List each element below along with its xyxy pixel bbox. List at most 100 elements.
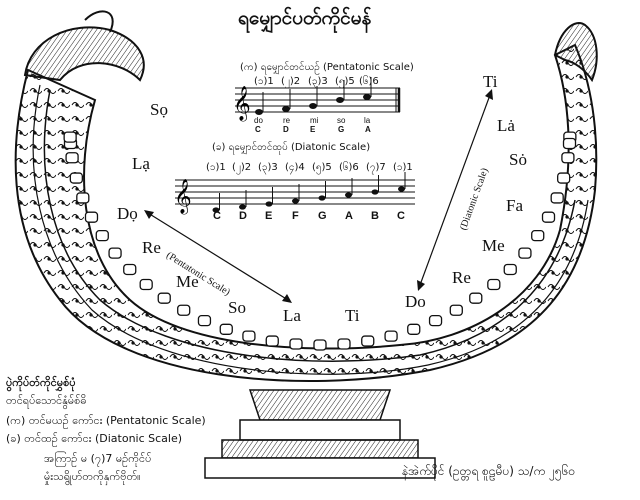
harp-peg (265, 335, 279, 347)
harp-peg (123, 263, 137, 276)
solfege-syllable: la (364, 116, 371, 125)
harp-string-label: Me (482, 236, 505, 255)
diatonic-number: (၃)3 (258, 162, 278, 173)
legend-line: ပွဲကိုပ်တ်ကိုင်မွှစ်ပုံ (6, 376, 76, 389)
note-letter: E (265, 210, 273, 222)
pentatonic-number: (၃)3 (308, 76, 328, 87)
harp-peg (157, 292, 171, 304)
pentatonic-number: (၂)2 (281, 76, 301, 87)
diatonic-arrow (417, 89, 493, 291)
harp-peg (337, 338, 351, 350)
harp-peg (219, 323, 233, 335)
harp-peg (557, 172, 571, 184)
staff-note (265, 201, 273, 207)
harp-peg (139, 278, 153, 291)
harp-string-label: So (228, 298, 246, 317)
pentatonic-arrow (144, 210, 292, 303)
note-letter: C (397, 210, 405, 222)
harp-peg (242, 330, 256, 342)
harp-peg (550, 192, 564, 204)
diatonic-number: (၄)4 (285, 162, 305, 173)
staff-note (239, 204, 246, 210)
staff-note (398, 186, 405, 192)
solfege-syllable: mi (310, 116, 319, 125)
harp-string-label: Lȧ (497, 116, 515, 135)
harp-string-label: Re (142, 238, 161, 257)
staff-note (318, 195, 326, 201)
note-letter: A (365, 125, 371, 134)
staff-note (212, 207, 220, 213)
legend-line: အကြာဉ် မ (၇)7 မဉ်ကိုင်ပ် (44, 452, 152, 465)
note-letter: B (371, 210, 379, 222)
diatonic-number: (၂)2 (232, 162, 252, 173)
harp-peg (531, 230, 545, 242)
harp-right-horn (553, 22, 598, 83)
staff-note (371, 189, 379, 195)
pentatonic-number: (၆)6 (359, 76, 379, 87)
staff-note (309, 103, 317, 109)
staff-note (255, 109, 263, 115)
harp-peg (561, 152, 575, 164)
diatonic-staff: 𝄞 (174, 172, 415, 215)
harp-string-label: Ti (345, 306, 360, 325)
note-letter: G (318, 210, 327, 222)
diatonic-number: (၆)6 (339, 162, 359, 173)
note-letter: D (239, 210, 247, 222)
diatonic-number: (၁)1 (206, 162, 226, 173)
harp-string-label: Ti (483, 72, 498, 91)
harp-peg (518, 247, 532, 259)
harp-peg (84, 211, 99, 223)
treble-clef-icon: 𝄞 (174, 179, 192, 215)
harp-peg (63, 131, 77, 143)
harp-peg (361, 335, 375, 347)
credit-line: နဲအဲက်ပိုင် (ဥတ္တရ စူဠမီပ) သ/က ၂၅၆၀ (402, 464, 576, 478)
harp-peg (289, 338, 303, 350)
diatonic-heading: (ခ) ရမျှောင်တင်ထုပ် (Diatonic Scale) (212, 142, 371, 153)
pentatonic-number: (၅)5 (335, 76, 355, 87)
legend-line: မှုံးသရွိုဟ်တကိုနှက်ဗိုတ်။ (44, 470, 141, 483)
diatonic-number: (၇)7 (366, 162, 386, 173)
staff-note (336, 97, 344, 103)
harp-peg (541, 211, 556, 223)
solfege-syllable: so (337, 116, 346, 125)
harp-string-label: Do (405, 292, 426, 311)
harp-left-horn (23, 10, 145, 82)
harp-string-label: Sȯ (509, 150, 527, 169)
staff-note (345, 192, 352, 198)
harp-peg (384, 330, 398, 342)
note-letter: A (345, 210, 353, 222)
note-letter: G (338, 125, 345, 134)
harp-string-label: Lạ (132, 154, 150, 173)
harp-peg (65, 152, 79, 164)
note-letter: C (255, 125, 261, 134)
harp-peg (407, 323, 421, 335)
harp-pegs (63, 131, 577, 351)
harp-peg (313, 339, 327, 351)
solfege-syllable: do (254, 116, 263, 125)
harp-peg (76, 192, 90, 204)
harp-peg (449, 304, 463, 316)
page-title: ရမျှောင်ပတ်ကိုင်မန် (238, 7, 372, 29)
legend-line: တင်ရပ်သောင်နွံမ်စ်ဓိ (6, 394, 87, 407)
pentatonic-staff: 𝄞 (233, 77, 401, 122)
harp-string-label: Dọ (117, 204, 138, 223)
harp-peg (69, 172, 83, 184)
harp-stand (204, 389, 436, 479)
legend-line: (က) တင်မယဉ် ကော်ငး (Pentatonic Scale) (6, 414, 206, 427)
harp-string-label: Fa (506, 196, 523, 215)
harp-peg (177, 304, 191, 316)
note-letter: E (310, 125, 316, 134)
harp-peg (503, 263, 517, 276)
pentatonic-number: (၁)1 (254, 76, 274, 87)
diatonic-number: (၁)1 (393, 162, 413, 173)
harp-peg (487, 278, 501, 291)
legend-line: (ခ) တင်ထဉ် ကော်ငး (Diatonic Scale) (6, 432, 183, 445)
harp-peg (95, 230, 109, 242)
harp-string-label: Re (452, 268, 471, 287)
treble-clef-icon: 𝄞 (233, 86, 251, 122)
harp-peg (428, 315, 443, 327)
note-letter: C (213, 210, 221, 222)
note-letter: F (292, 210, 299, 222)
solfege-syllable: re (283, 116, 291, 125)
